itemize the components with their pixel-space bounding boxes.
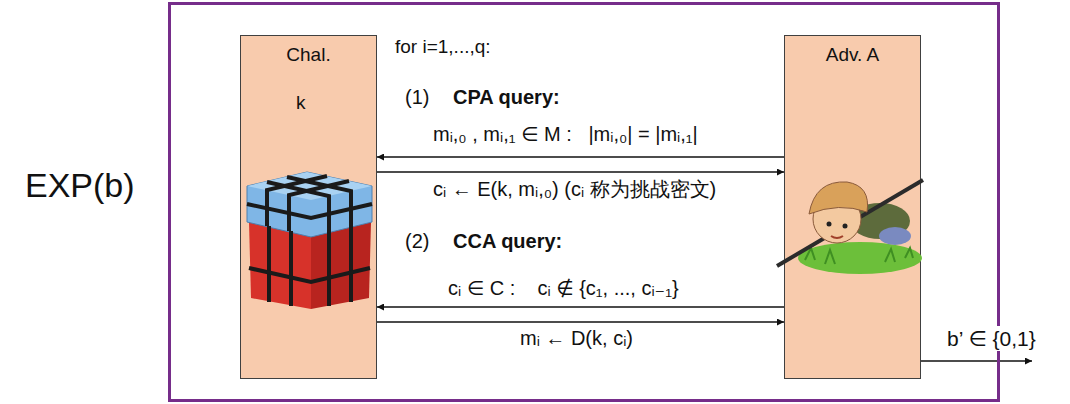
message-label: mᵢ ← D(k, cᵢ) bbox=[520, 326, 633, 350]
experiment-title: EXP(b) bbox=[25, 165, 135, 206]
step-number: (1) bbox=[405, 85, 429, 109]
step-title: CCA query: bbox=[453, 229, 562, 253]
output-arrow bbox=[921, 360, 1032, 362]
message-label: mᵢ,₀ , mᵢ,₁ ∈ M : |mᵢ,₀| = |mᵢ,₁| bbox=[433, 122, 698, 146]
message-arrow bbox=[377, 171, 784, 173]
message-arrow bbox=[377, 156, 784, 158]
message-label: cᵢ ← E(k, mᵢ,₀) (cᵢ 称为挑战密文) bbox=[433, 177, 716, 201]
adversary-box: Adv. A bbox=[784, 35, 921, 379]
step-number: (2) bbox=[405, 229, 429, 253]
loop-header: for i=1,...,q: bbox=[395, 36, 491, 59]
step-title: CPA query: bbox=[453, 85, 560, 109]
airdrop-crate bbox=[241, 36, 378, 380]
adversary-cartoon bbox=[785, 36, 922, 380]
message-label: cᵢ ∈ C : cᵢ ∉ {c₁, ..., cᵢ₋₁} bbox=[448, 276, 679, 300]
message-arrow bbox=[377, 321, 784, 323]
party-name: Chal. bbox=[241, 44, 376, 67]
key-symbol: k bbox=[296, 92, 306, 115]
party-name: Adv. A bbox=[785, 44, 920, 67]
challenger-box: Chal. k bbox=[240, 35, 377, 379]
message-arrow bbox=[377, 306, 784, 308]
output-guess: b’ ∈ {0,1} bbox=[945, 326, 1038, 351]
